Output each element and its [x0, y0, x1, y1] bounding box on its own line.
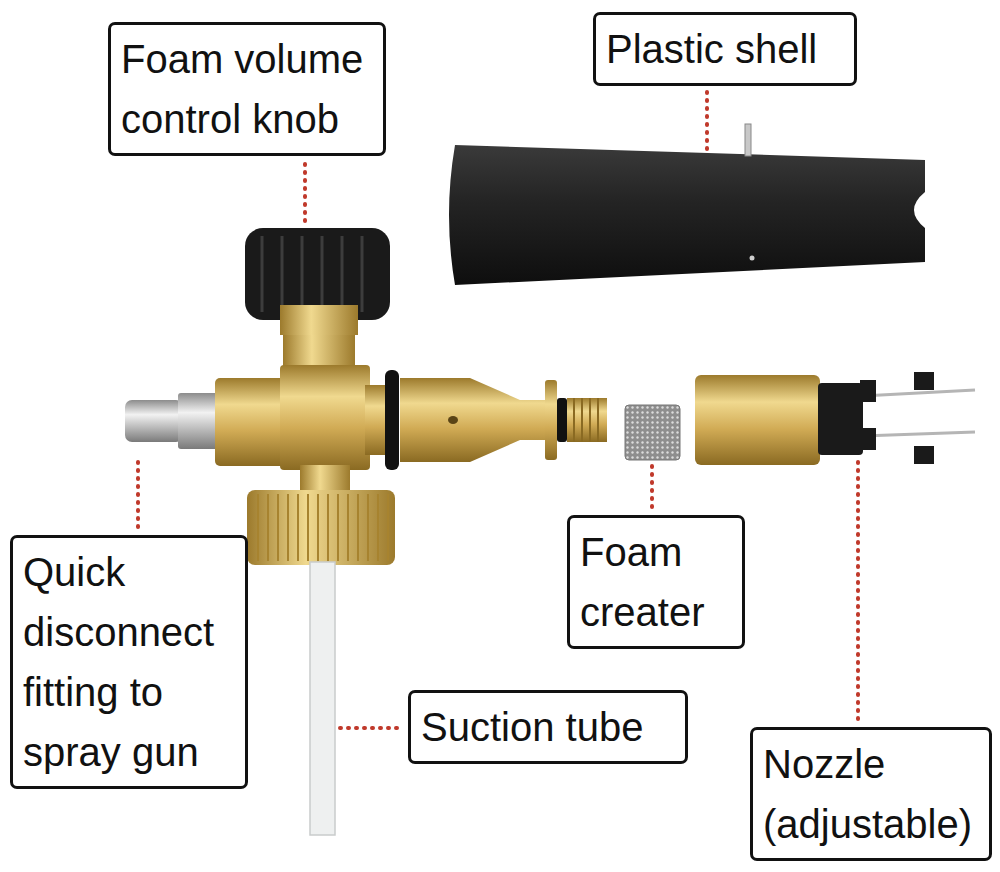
nozzle-clip	[860, 428, 876, 450]
tube-flange	[545, 380, 557, 460]
nozzle-housing	[695, 375, 820, 465]
callout-label: Foam volume control knob	[121, 29, 373, 149]
nozzle-clip	[860, 380, 876, 402]
shell-pin	[745, 124, 751, 156]
thread-o-ring	[557, 398, 567, 442]
brass-taper-tube	[400, 378, 560, 462]
callout-label: Nozzle (adjustable)	[763, 734, 979, 854]
nozzle-tab	[914, 372, 934, 390]
leader-line	[856, 462, 860, 720]
leader-line	[705, 92, 709, 152]
knob-nut	[280, 305, 358, 335]
leader-line	[650, 466, 654, 509]
callout-label: Plastic shell	[606, 19, 844, 79]
brass-inlet	[215, 378, 285, 466]
air-hole	[448, 416, 458, 424]
callout-box: Nozzle (adjustable)	[750, 727, 992, 861]
cap-knurl	[258, 494, 388, 561]
suction-tube	[310, 562, 335, 835]
leader-line	[136, 462, 140, 528]
callout-label: Quick disconnect fitting to spray gun	[23, 542, 235, 782]
nozzle-wire	[862, 432, 975, 436]
shell-dot	[750, 256, 755, 261]
callout-box: Foam creater	[567, 515, 745, 649]
knob-ridges	[262, 236, 362, 312]
nozzle-wire	[862, 390, 975, 396]
callout-label: Foam creater	[580, 522, 732, 642]
bottle-cap	[247, 490, 395, 565]
callout-box: Suction tube	[408, 690, 688, 764]
callout-box: Foam volume control knob	[108, 22, 386, 156]
plastic-shell-body	[449, 145, 925, 285]
thread	[567, 398, 607, 442]
brass-t-body	[280, 365, 370, 470]
nozzle-tip	[818, 383, 863, 455]
foam-mesh	[625, 405, 680, 460]
o-ring	[385, 370, 399, 470]
callout-box: Plastic shell	[593, 12, 857, 86]
leader-line	[340, 726, 402, 730]
thread-lines	[574, 398, 598, 442]
callout-box: Quick disconnect fitting to spray gun	[10, 535, 248, 789]
cap-neck	[300, 465, 350, 493]
knob-hex	[283, 335, 355, 370]
quick-disconnect-hex	[178, 393, 218, 449]
leader-line	[303, 164, 307, 222]
callout-label: Suction tube	[421, 697, 675, 757]
quick-disconnect-tip	[125, 400, 183, 442]
nozzle-tab	[914, 446, 934, 464]
